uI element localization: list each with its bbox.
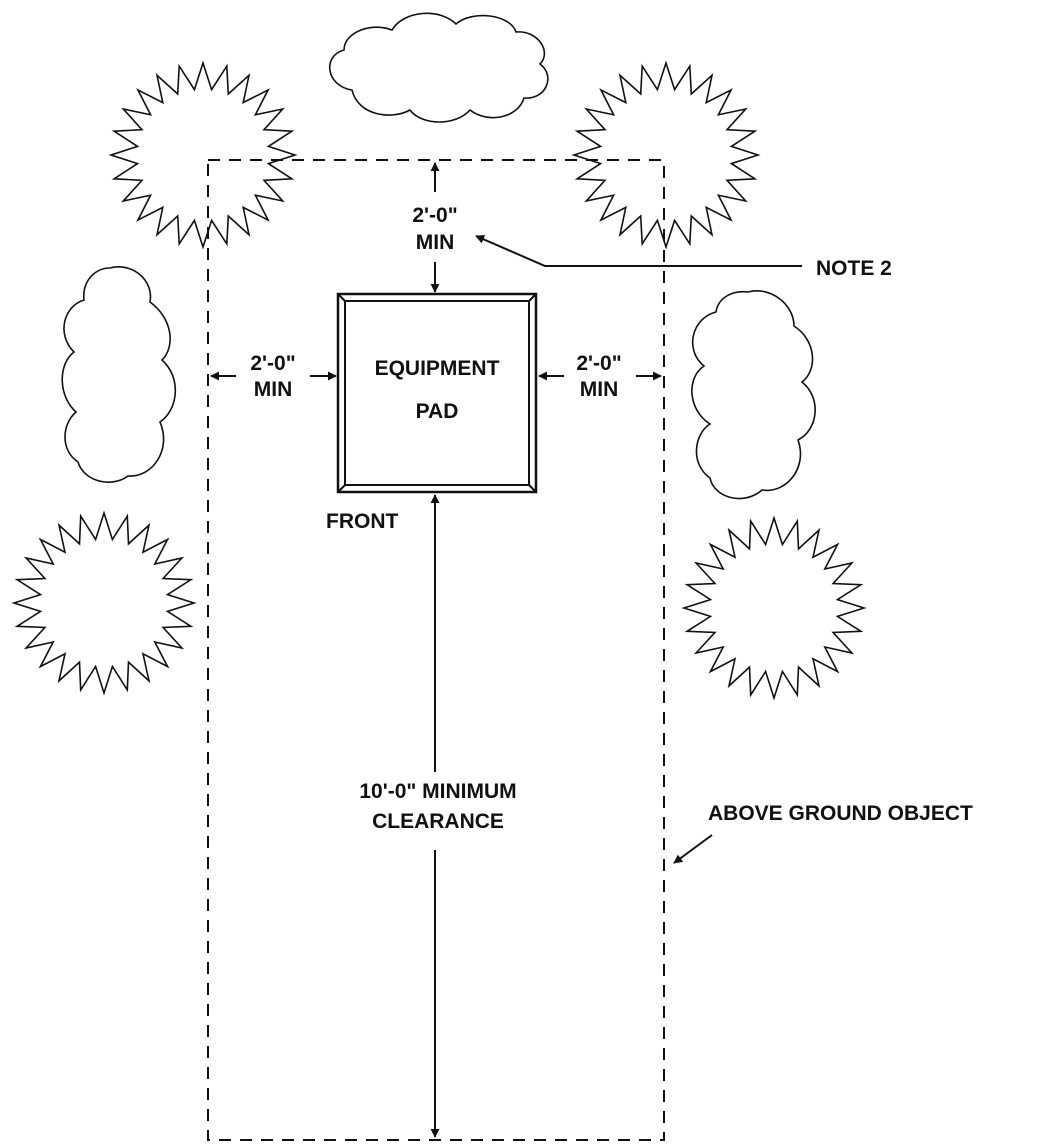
equipment-pad-label-line2: PAD	[416, 400, 459, 423]
front-label: FRONT	[326, 510, 398, 533]
pad-corner-bl	[337, 484, 346, 493]
top-min-label-line2: MIN	[416, 231, 455, 254]
cloud-left	[61, 266, 177, 483]
top-min-label-line1: 2'-0"	[412, 204, 457, 227]
cloud-right	[691, 290, 816, 500]
shrub-bottom-right	[681, 515, 867, 701]
pad-corner-tl	[337, 293, 346, 302]
equipment-pad-label-line1: EQUIPMENT	[375, 357, 500, 380]
left-min-label-line1: 2'-0"	[250, 352, 295, 375]
pad-corner-br	[528, 484, 537, 493]
shrub-bottom-left	[11, 510, 197, 696]
pad-corner-tr	[528, 293, 537, 302]
cloud-top	[328, 12, 549, 123]
equipment-pad-inner	[344, 300, 530, 486]
above-ground-object-label: ABOVE GROUND OBJECT	[708, 802, 973, 825]
shrub-top-right	[571, 60, 761, 250]
equipment-pad-outer	[336, 292, 538, 494]
above-ground-object-leader	[673, 834, 713, 864]
shrub-top-left	[108, 60, 298, 250]
minimum-clearance-label-line2: CLEARANCE	[372, 810, 504, 833]
above-ground-object-boundary	[207, 159, 665, 1141]
right-min-label-line2: MIN	[580, 378, 619, 401]
left-min-label-line2: MIN	[254, 378, 293, 401]
minimum-clearance-label-line1: 10'-0" MINIMUM	[359, 780, 516, 803]
right-min-label-line1: 2'-0"	[576, 352, 621, 375]
note-2-label: NOTE 2	[816, 257, 892, 280]
note-2-leader	[475, 235, 802, 267]
